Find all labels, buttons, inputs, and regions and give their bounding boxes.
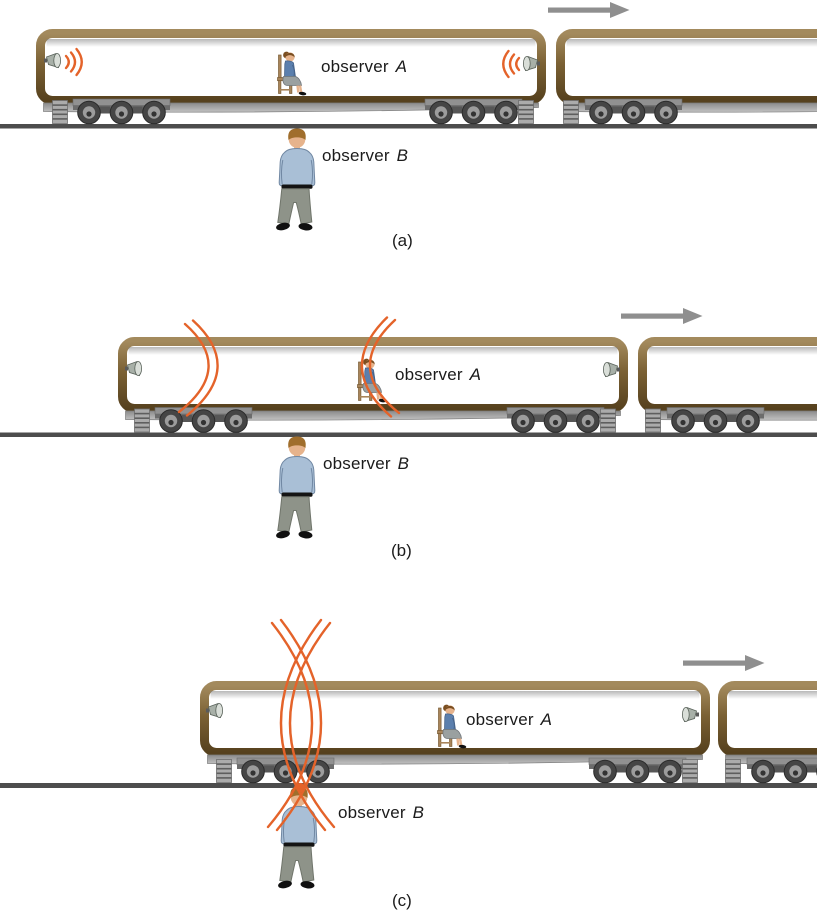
observer-a-label: observer A [466,710,553,729]
light-flash-left [64,47,83,77]
observer-b-figure [274,128,316,232]
ground-line [0,783,817,788]
panel-caption: (c) [392,891,412,910]
light-wavefront-leftward [360,316,401,418]
boarding-steps [599,408,617,433]
boarding-steps [517,99,535,125]
light-wavefront-rightward [266,618,323,832]
bogie-wheels [746,757,817,784]
boarding-steps [215,758,233,784]
observer-a-label: observer A [321,57,408,76]
train-car-rear [723,686,817,765]
observer-b-label: observer B [322,146,409,165]
bogie-wheels [666,407,765,433]
boarding-steps [133,408,151,433]
motion-arrow [683,655,765,671]
panel-caption: (b) [391,541,412,560]
light-wavefront-rightward [177,319,219,417]
motion-arrow [621,308,703,324]
panel-caption: (a) [392,231,413,250]
ground-line [0,432,817,437]
boarding-steps [681,758,699,784]
boarding-steps [51,99,69,125]
bogie-wheels [154,407,253,433]
bogie-wheels [588,757,687,784]
observer-b-label: observer B [323,454,410,473]
observer-b-label: observer B [338,803,425,822]
light-wavefront-leftward [279,618,336,832]
motion-arrow [548,2,630,18]
boarding-steps [724,758,742,784]
panel-b [0,308,817,540]
boarding-steps [644,408,662,433]
observer-a-label: observer A [395,365,482,384]
panel-c [0,618,817,890]
bogie-wheels [72,98,171,125]
panel-a [0,2,817,232]
light-flash-right [502,49,521,79]
boarding-steps [562,99,580,125]
observer-b-figure [274,436,316,540]
bogie-wheels [506,407,605,433]
bogie-wheels [584,98,683,125]
ground-line [0,124,817,129]
bogie-wheels [424,98,523,125]
flash-meeting-point-dot [295,782,306,793]
